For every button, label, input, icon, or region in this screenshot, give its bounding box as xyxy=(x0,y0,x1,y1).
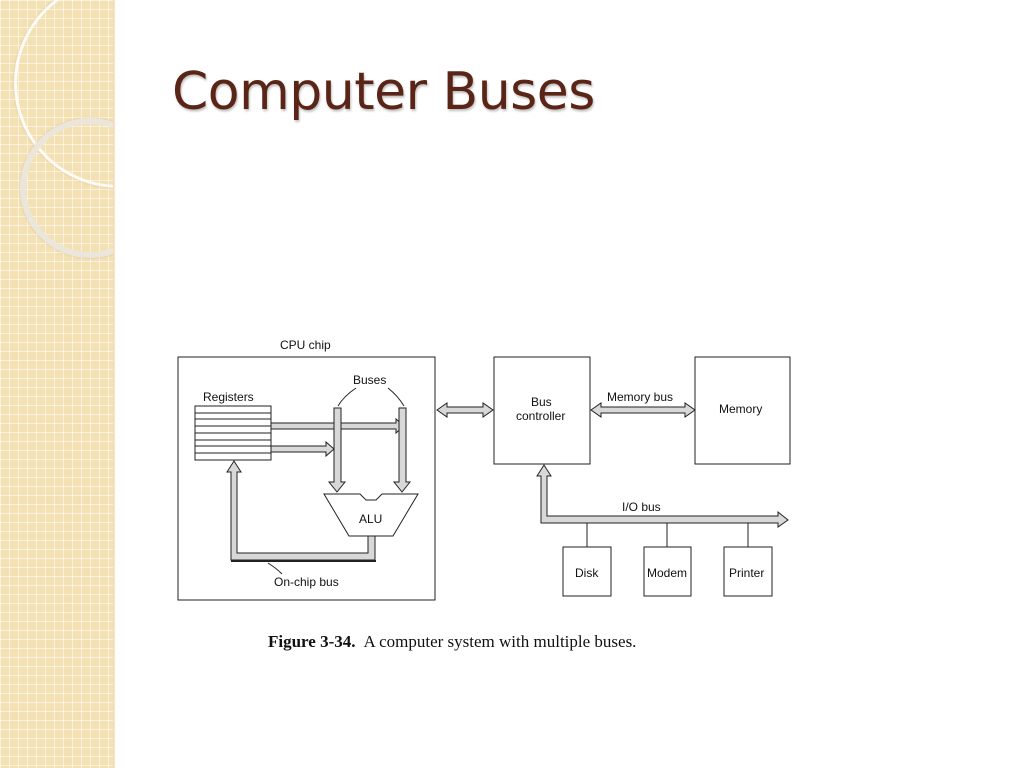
cpu-chip-label: CPU chip xyxy=(280,338,331,352)
printer-label: Printer xyxy=(729,566,764,580)
alu-label: ALU xyxy=(359,512,382,526)
cpu-controller-arrow xyxy=(436,402,494,418)
alu-input-bus-right xyxy=(392,407,412,493)
bus-controller-label-line2: controller xyxy=(516,409,565,423)
figure-number: Figure 3-34. xyxy=(268,632,356,651)
sidebar-edge xyxy=(113,0,116,768)
bus-controller-box xyxy=(493,356,591,465)
alu-input-bus-left xyxy=(327,407,347,493)
disk-label: Disk xyxy=(575,566,599,580)
memory-box xyxy=(694,356,791,465)
registers-label: Registers xyxy=(203,390,254,404)
on-chip-bus xyxy=(226,460,376,561)
memory-bus-label: Memory bus xyxy=(607,390,673,404)
buses-pointer-left xyxy=(337,387,357,407)
registers-stack xyxy=(194,405,272,461)
figure-caption-text: A computer system with multiple buses. xyxy=(363,632,637,651)
buses-label: Buses xyxy=(353,373,386,387)
bus-controller-label-line1: Bus xyxy=(531,395,552,409)
register-bus-arrow-lower xyxy=(270,440,335,458)
modem-box xyxy=(643,546,692,597)
modem-label: Modem xyxy=(647,566,687,580)
memory-label: Memory xyxy=(719,402,762,416)
printer-box xyxy=(723,546,773,597)
disk-box xyxy=(562,546,612,597)
on-chip-bus-label: On-chip bus xyxy=(274,575,339,589)
on-chip-bus-pointer xyxy=(267,562,283,575)
decorative-sidebar xyxy=(0,0,113,768)
buses-pointer-right xyxy=(387,387,405,407)
io-bus xyxy=(536,464,789,528)
alu-shape xyxy=(323,493,419,537)
figure-caption: Figure 3-34. A computer system with multi… xyxy=(268,632,636,652)
memory-bus-arrow xyxy=(590,402,696,418)
io-bus-label: I/O bus xyxy=(622,500,661,514)
slide-title: Computer Buses xyxy=(172,62,595,122)
